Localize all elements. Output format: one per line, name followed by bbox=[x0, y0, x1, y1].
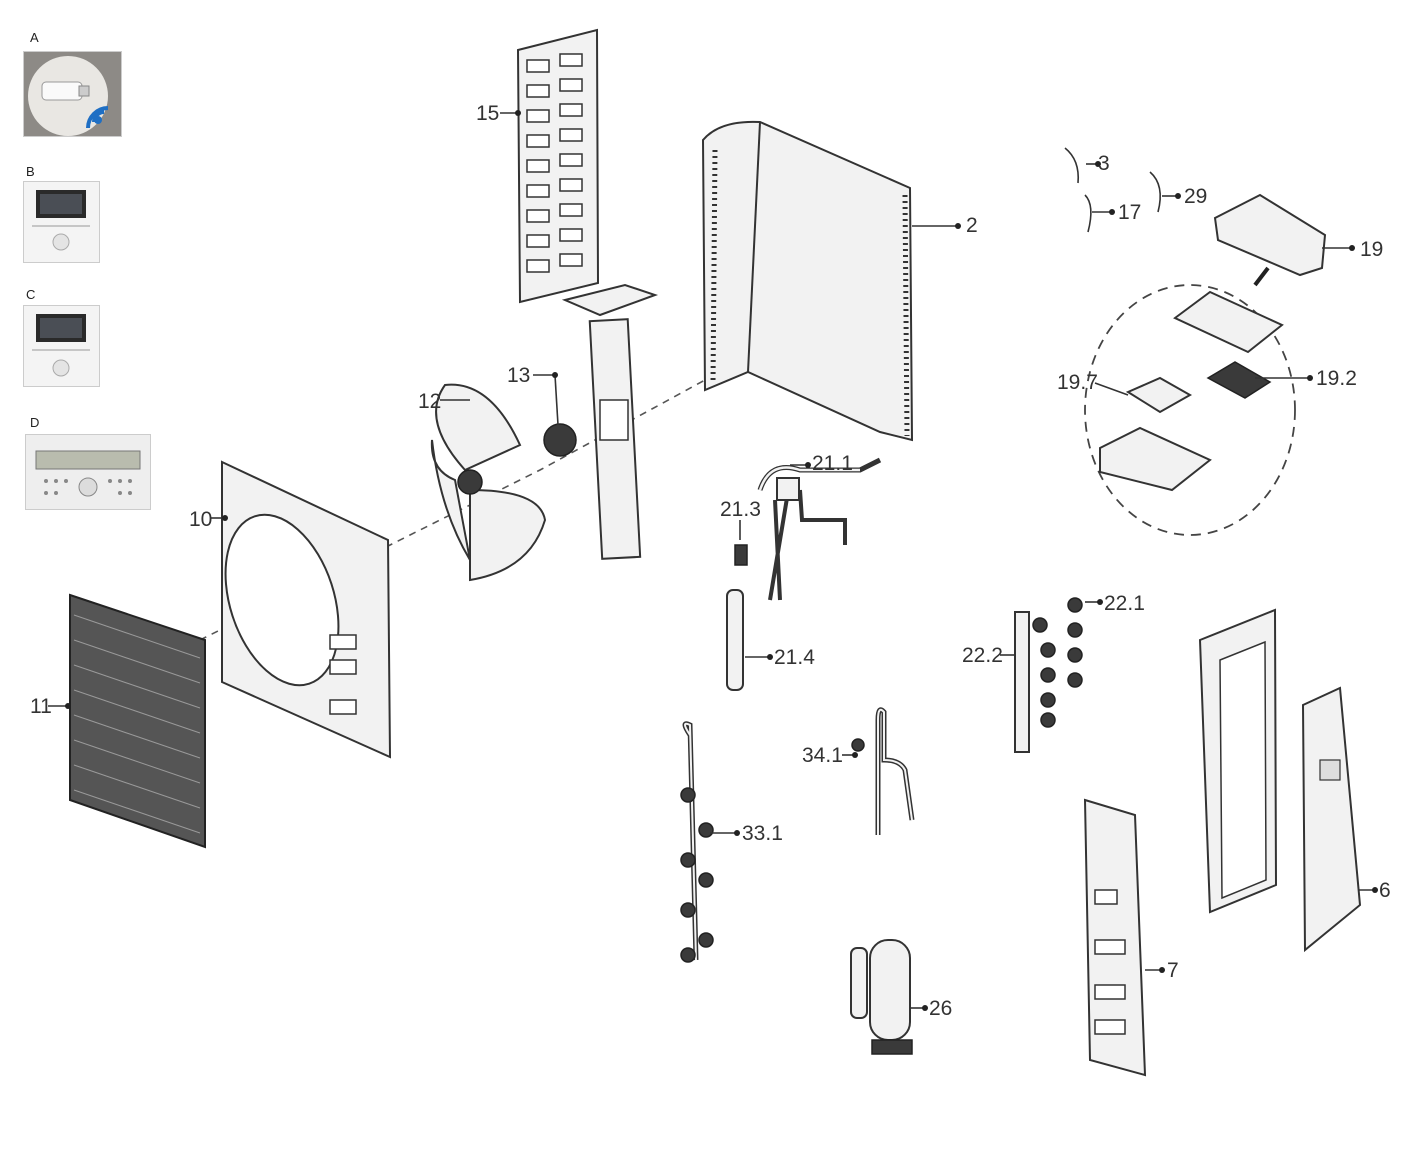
callout-21-3: 21.3 bbox=[720, 498, 761, 521]
part-19-control-box bbox=[1084, 193, 1327, 536]
callout-21-1: 21.1 bbox=[812, 452, 853, 475]
callout-6: 6 bbox=[1379, 879, 1391, 902]
callout-19-2: 19.2 bbox=[1316, 367, 1357, 390]
part-6-rear-panel bbox=[1301, 686, 1362, 953]
callout-19-7: 19.7 bbox=[1057, 371, 1098, 394]
part-12-fan-blade bbox=[430, 383, 547, 582]
part-22-valve-manifold bbox=[1014, 597, 1083, 753]
accessory-letter-c: C bbox=[26, 287, 36, 302]
leader-dots bbox=[65, 110, 1378, 1011]
part-15-top-grille bbox=[516, 28, 600, 304]
callout-15: 15 bbox=[476, 102, 499, 125]
assembly-axis bbox=[199, 349, 761, 641]
callout-21-4: 21.4 bbox=[774, 646, 815, 669]
callout-17: 17 bbox=[1118, 201, 1141, 224]
part-34-1-pipe bbox=[851, 707, 915, 835]
part-26-compressor bbox=[850, 939, 913, 1055]
part-21-valve-piping bbox=[726, 457, 882, 691]
callout-10: 10 bbox=[189, 508, 212, 531]
callout-22-1: 22.1 bbox=[1104, 592, 1145, 615]
callout-12: 12 bbox=[418, 390, 441, 413]
callout-22-2: 22.2 bbox=[962, 644, 1003, 667]
accessory-letter-d: D bbox=[30, 415, 40, 430]
callout-3: 3 bbox=[1098, 152, 1110, 175]
wired-controller-icon bbox=[23, 181, 100, 263]
wired-controller-icon bbox=[23, 305, 100, 387]
callout-11: 11 bbox=[30, 695, 52, 718]
callout-34-1: 34.1 bbox=[802, 744, 843, 767]
callout-33-1: 33.1 bbox=[742, 822, 783, 845]
part-10-front-panel bbox=[221, 460, 392, 759]
callout-19: 19 bbox=[1360, 238, 1383, 261]
callout-29: 29 bbox=[1184, 185, 1207, 208]
wifi-adapter-icon bbox=[23, 51, 122, 137]
accessory-letter-b: B bbox=[26, 164, 35, 179]
callout-7: 7 bbox=[1167, 959, 1179, 982]
callout-26: 26 bbox=[929, 997, 952, 1020]
part-2-condenser-coil bbox=[701, 120, 914, 442]
callout-2: 2 bbox=[966, 214, 978, 237]
side-frame bbox=[1198, 608, 1278, 914]
callout-13: 13 bbox=[507, 364, 530, 387]
part-11-fan-guard bbox=[69, 593, 206, 849]
part-13-motor-bracket bbox=[543, 283, 659, 560]
accessory-letter-a: A bbox=[30, 30, 39, 45]
part-33-1-valve-tree bbox=[680, 721, 714, 963]
part-7-side-panel bbox=[1083, 798, 1147, 1077]
lcd-controller-icon bbox=[25, 434, 151, 510]
sensor-wires bbox=[1064, 147, 1161, 233]
